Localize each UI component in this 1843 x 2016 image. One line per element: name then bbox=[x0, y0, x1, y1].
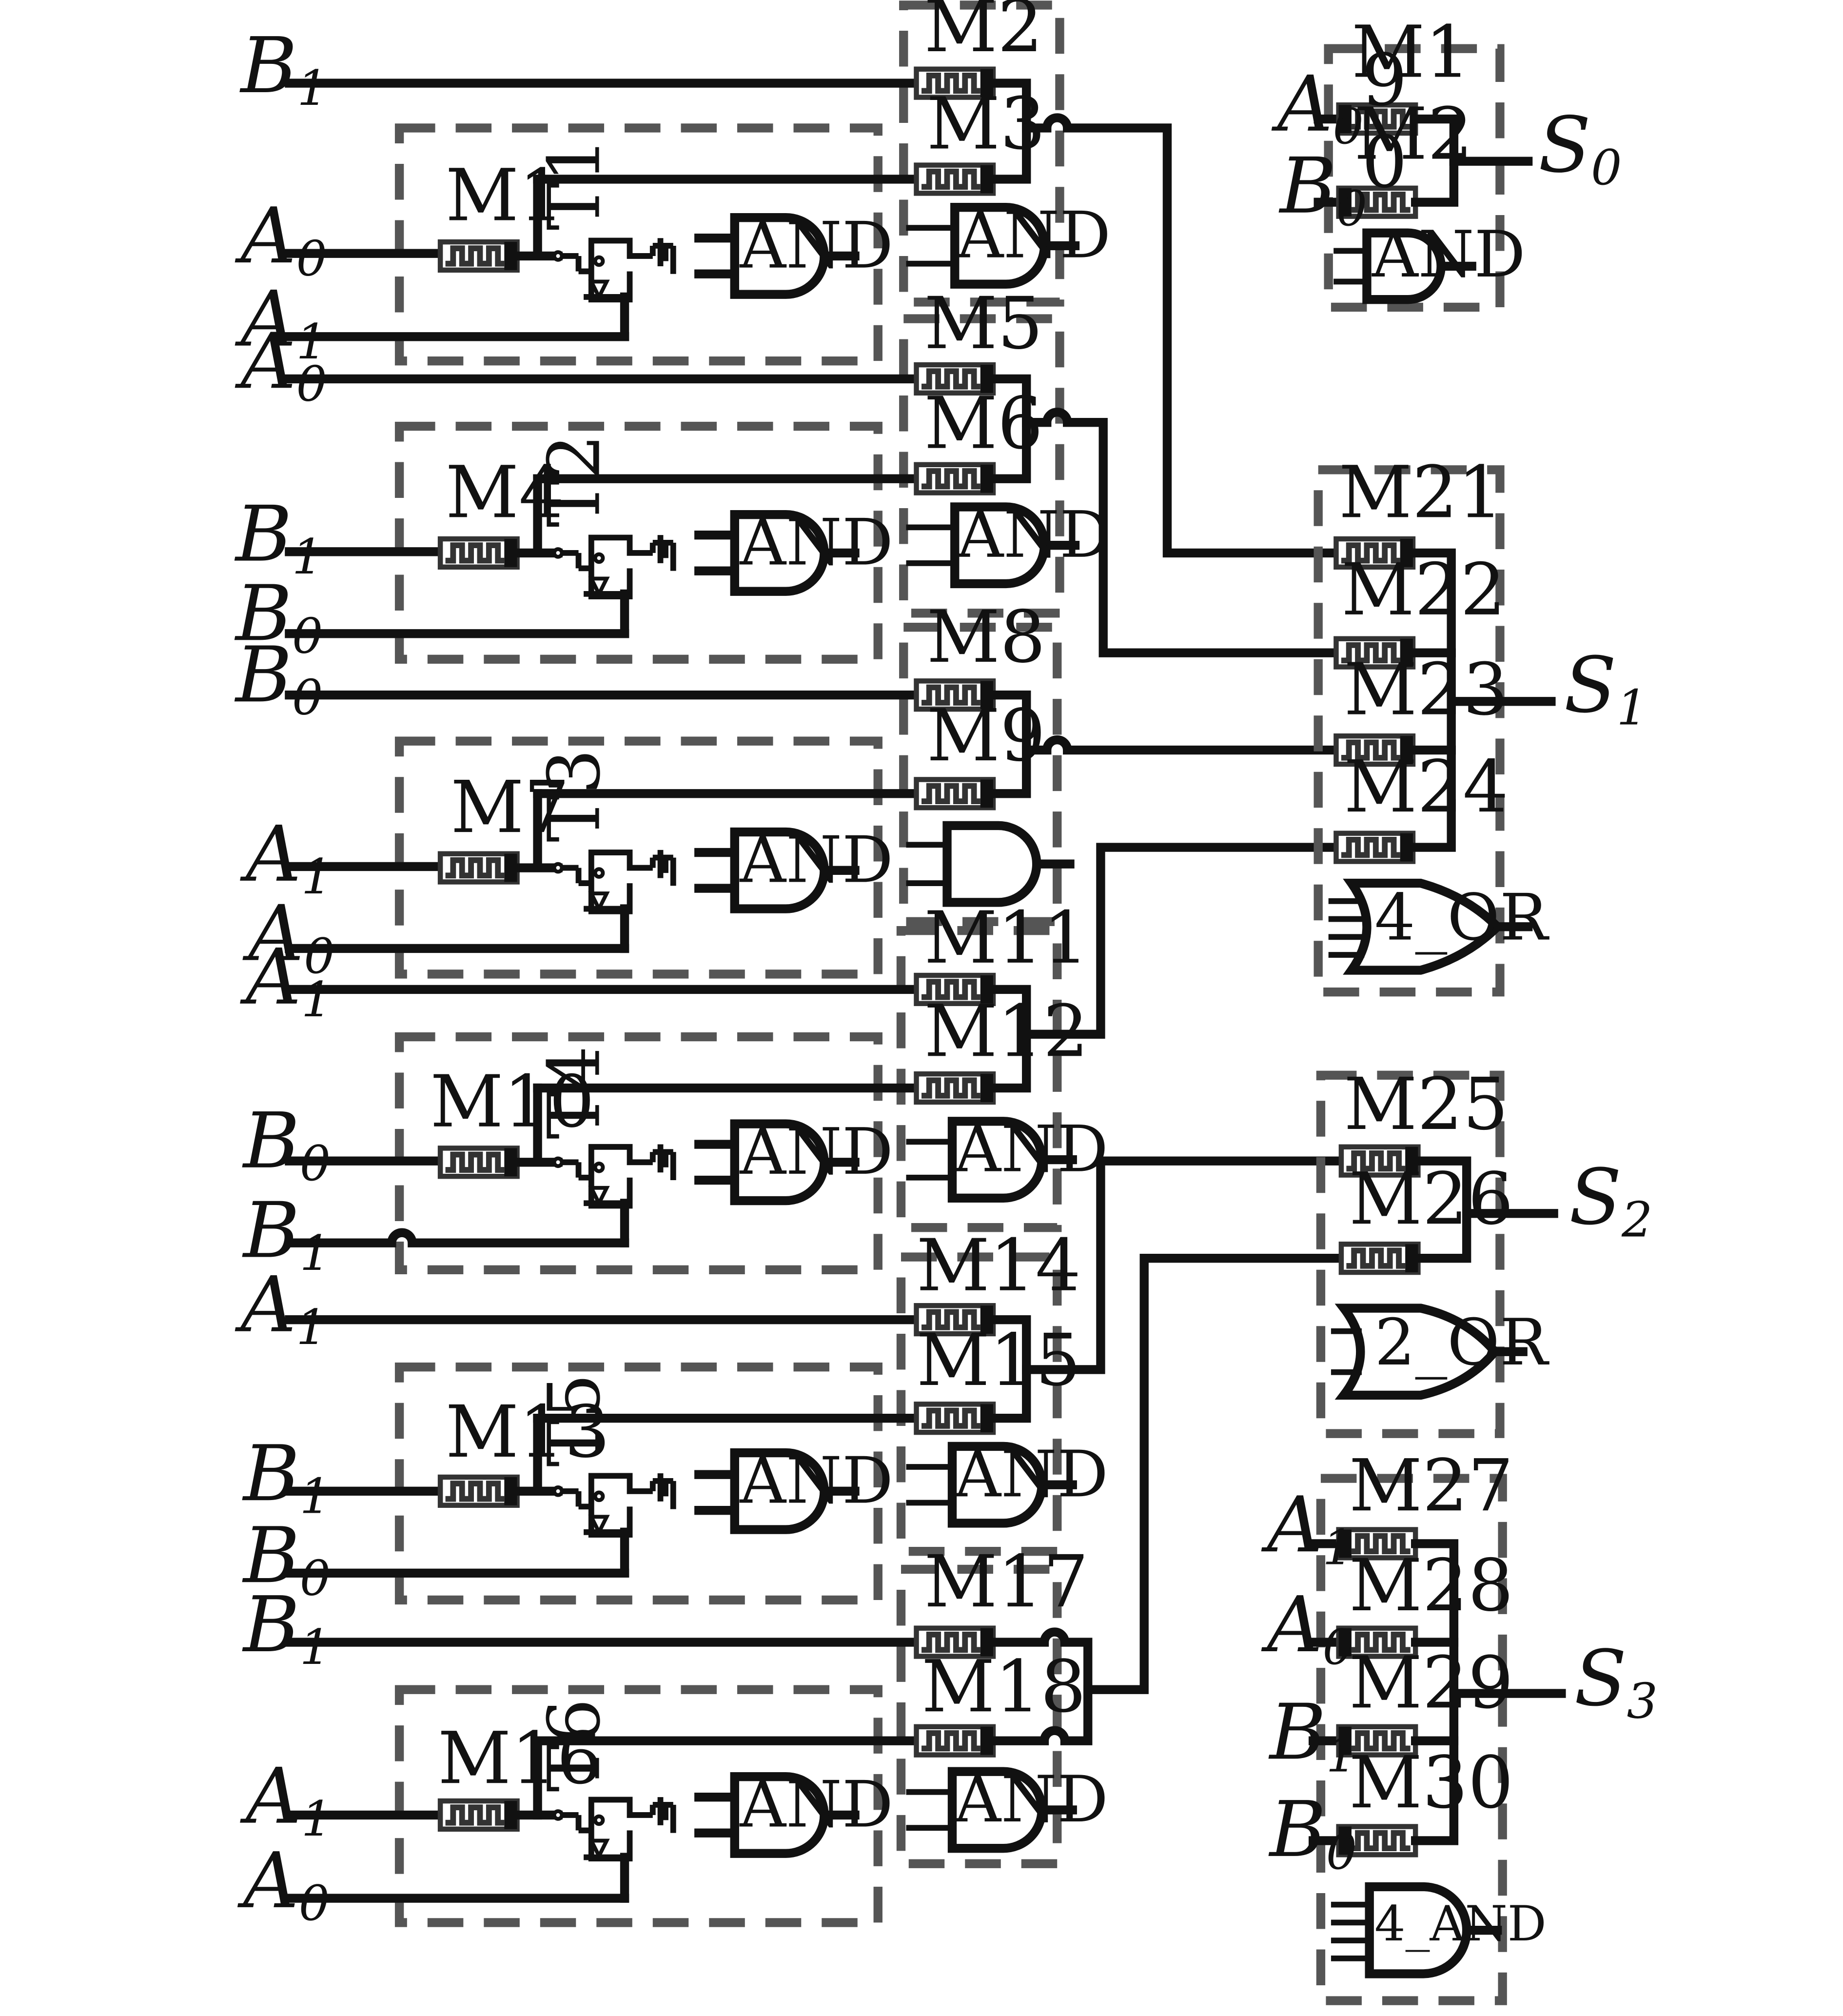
pair-m5-m6: M5 M6 AND bbox=[285, 282, 1111, 618]
pair-4-top-label: M11 bbox=[924, 896, 1089, 980]
s3-gate-label: 4_AND bbox=[1374, 1895, 1547, 1952]
s0-input-a0: A0 bbox=[1272, 60, 1364, 155]
input-labels: B1 A0 A1 A0 B1 B0 B0 A1 A0 A1 B0 B1 A1 B… bbox=[234, 21, 334, 1932]
cell-2: M4 T2 AND bbox=[285, 421, 893, 664]
s1-gate-label: 4_OR bbox=[1374, 880, 1549, 955]
pair-5-gate-label: AND bbox=[954, 1437, 1108, 1511]
cell-3-gate-label: AND bbox=[739, 822, 893, 897]
s1-mem-label-m21: M21 bbox=[1339, 451, 1504, 534]
input-b1: B1 bbox=[242, 1581, 331, 1676]
pair-6-gate-label: AND bbox=[954, 1762, 1108, 1837]
cell-1-transistor-label: T1 bbox=[533, 137, 616, 231]
s2-mem-label-m25: M25 bbox=[1344, 1063, 1509, 1146]
cell-1-gate-label: AND bbox=[739, 208, 893, 283]
cell-3: M7 T3 AND bbox=[285, 736, 893, 979]
output-s2: S2 bbox=[1569, 1153, 1652, 1248]
input-a0: A0 bbox=[235, 192, 327, 287]
s3-block: M27 M28 M29 M30 A1 A0 B1 B0 4_AND S3 bbox=[1261, 1444, 1658, 2005]
s2-mem-label-m26: M26 bbox=[1349, 1157, 1514, 1241]
input-a1: A1 bbox=[235, 1261, 327, 1356]
pair-6-bottom-label: M18 bbox=[922, 1645, 1086, 1728]
s2-block: M25 M26 2_OR S2 bbox=[1316, 1063, 1652, 1438]
cell-5-gate-label: AND bbox=[739, 1443, 893, 1518]
s3-input-a1: A1 bbox=[1261, 1481, 1353, 1576]
pair-m2-m3: M2 M3 AND bbox=[285, 0, 1111, 307]
pair-2-top-label: M5 bbox=[924, 282, 1043, 365]
cell-2-memristor-label: M4 bbox=[446, 451, 565, 534]
input-b0: B0 bbox=[234, 569, 323, 664]
s3-mem-label-m28: M28 bbox=[1349, 1544, 1514, 1627]
cell-5: M13 T5 AND bbox=[285, 1363, 893, 1605]
s1-mem-label-m22: M22 bbox=[1341, 548, 1506, 632]
cell-4-memristor-label: M10 bbox=[430, 1060, 594, 1144]
input-b1: B1 bbox=[242, 1186, 331, 1282]
input-a0: A0 bbox=[242, 889, 334, 985]
s0-mem1-label: M1 bbox=[1352, 10, 1470, 94]
pair-5-top-label: M14 bbox=[917, 1224, 1081, 1307]
pair-6-top-label: M17 bbox=[924, 1540, 1089, 1623]
s3-input-b0: B0 bbox=[1268, 1785, 1357, 1880]
pair-3-bottom-label: M9 bbox=[926, 694, 1045, 777]
cell-1-memristor-label: M1 bbox=[446, 154, 565, 237]
cell-6: M16 T6 AND bbox=[285, 1685, 893, 1927]
s3-mem-label-m27: M27 bbox=[1349, 1444, 1514, 1527]
s0-mem1-label-line2: 9 bbox=[1362, 39, 1408, 122]
s3-mem-label-m30: M30 bbox=[1349, 1741, 1514, 1824]
input-b1: B1 bbox=[242, 1429, 331, 1524]
pair-3-top-label: M8 bbox=[926, 595, 1045, 679]
s3-mem-label-m29: M29 bbox=[1349, 1641, 1514, 1724]
pair-5-bottom-label: M15 bbox=[917, 1319, 1081, 1402]
output-s1: S1 bbox=[1564, 641, 1647, 736]
pair-2-gate-label: AND bbox=[957, 497, 1111, 572]
interconnects bbox=[1022, 113, 1346, 1694]
cell-6-transistor-label: T6 bbox=[533, 1699, 616, 1792]
input-a0: A0 bbox=[235, 317, 327, 412]
s3-input-b1: B1 bbox=[1268, 1688, 1357, 1783]
input-b1: B1 bbox=[234, 490, 323, 585]
input-a0: A0 bbox=[237, 1837, 330, 1932]
input-b0: B0 bbox=[242, 1097, 331, 1192]
input-b0: B0 bbox=[242, 1511, 331, 1606]
pair-m17-m18: M17 M18 AND bbox=[285, 1540, 1108, 1868]
pair-1-gate-label: AND bbox=[957, 198, 1111, 273]
cell-4-gate-label: AND bbox=[739, 1114, 893, 1189]
cell-4: M10 T4 AND bbox=[285, 1032, 893, 1274]
s1-mem-label-m23: M23 bbox=[1344, 648, 1509, 731]
s0-mem2-label: M2 bbox=[1354, 92, 1473, 176]
s0-mem2-label-line2: 0 bbox=[1362, 120, 1408, 204]
input-a1: A1 bbox=[235, 275, 327, 370]
cell-1: M1 T1 AND bbox=[285, 123, 893, 366]
s0-block: M1 9 M2 0 A0 B0 AND S0 bbox=[1272, 10, 1622, 312]
pair-m8-m9: M8 M9 bbox=[285, 595, 1075, 927]
cell-6-gate-label: AND bbox=[739, 1767, 893, 1842]
s1-mem-label-m24: M24 bbox=[1344, 745, 1509, 829]
cell-4-transistor-label: T4 bbox=[533, 1046, 616, 1139]
s1-block: M21 M22 M23 M24 4_OR S1 bbox=[1314, 451, 1647, 997]
output-s3: S3 bbox=[1574, 1634, 1658, 1729]
input-a1: A1 bbox=[240, 1752, 332, 1847]
pair-4-gate-label: AND bbox=[954, 1112, 1108, 1186]
s0-input-b0: B0 bbox=[1278, 142, 1367, 237]
s0-gate-label: AND bbox=[1372, 217, 1526, 292]
s2-gate-label: 2_OR bbox=[1374, 1305, 1549, 1380]
pair-m14-m15: M14 M15 AND bbox=[285, 1224, 1108, 1556]
pair-1-top-label: M2 bbox=[924, 0, 1043, 68]
input-a1: A1 bbox=[240, 810, 332, 905]
input-a1: A1 bbox=[240, 933, 332, 1028]
output-s0: S0 bbox=[1538, 101, 1622, 196]
cell-5-memristor-label: M13 bbox=[446, 1390, 610, 1474]
s3-input-a0: A0 bbox=[1261, 1581, 1353, 1676]
cell-3-memristor-label: M7 bbox=[451, 766, 569, 849]
cell-6-memristor-label: M16 bbox=[438, 1717, 602, 1800]
input-b1: B1 bbox=[239, 21, 328, 117]
cell-2-gate-label: AND bbox=[739, 505, 893, 580]
